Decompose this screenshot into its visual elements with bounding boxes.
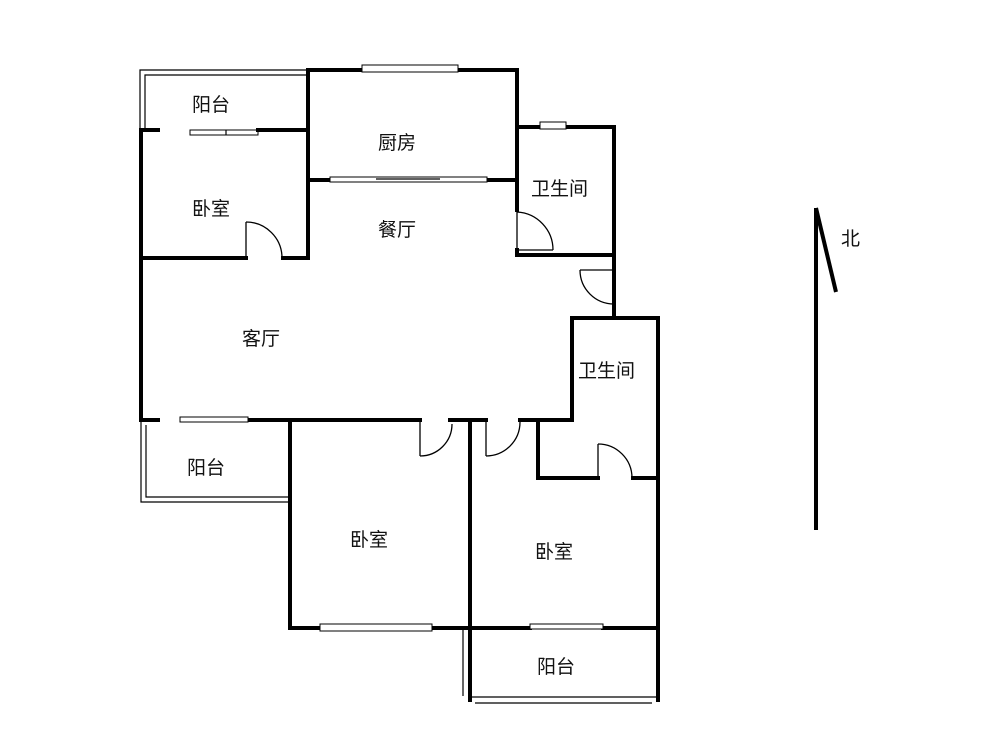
north-label: 北 xyxy=(841,228,860,250)
balcony-s xyxy=(462,623,658,704)
north-arrow-icon: 北 xyxy=(814,207,860,530)
room-label-bedroom-s: 卧室 xyxy=(350,529,388,551)
room-label-bathroom-e: 卫生间 xyxy=(578,360,635,382)
balcony-sw xyxy=(140,416,290,503)
doors xyxy=(245,210,633,479)
walls xyxy=(139,68,660,702)
room-label-bedroom-w: 卧室 xyxy=(192,198,230,220)
room-label-bedroom-se: 卧室 xyxy=(535,541,573,563)
room-label-living: 客厅 xyxy=(242,328,280,350)
room-label-dining: 餐厅 xyxy=(378,219,416,241)
room-label-balcony-nw: 阳台 xyxy=(192,94,230,116)
room-label-kitchen: 厨房 xyxy=(378,132,416,154)
room-labels: 阳台 厨房 卧室 卫生间 餐厅 客厅 卫生间 阳台 卧室 卧室 阳台 xyxy=(187,94,635,678)
room-label-balcony-s: 阳台 xyxy=(537,656,575,678)
windows xyxy=(319,64,567,632)
room-label-balcony-sw: 阳台 xyxy=(187,457,225,479)
room-label-bathroom-n: 卫生间 xyxy=(531,178,588,200)
balcony-nw xyxy=(139,69,308,136)
